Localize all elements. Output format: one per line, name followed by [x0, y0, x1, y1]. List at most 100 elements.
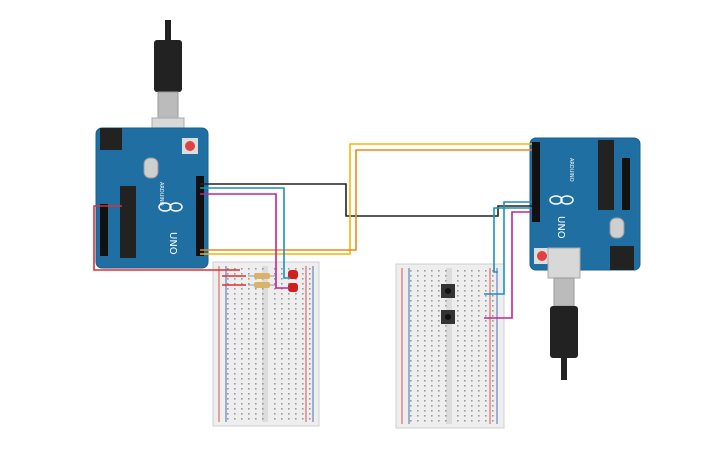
breadboard-hole — [492, 285, 494, 287]
breadboard-hole — [471, 355, 473, 357]
breadboard-hole — [492, 360, 494, 362]
breadboard-hole — [288, 323, 290, 325]
breadboard-hole — [274, 323, 276, 325]
breadboard-hole — [274, 383, 276, 385]
breadboard-hole — [255, 268, 257, 270]
breadboard-hole — [424, 270, 426, 272]
breadboard-hole — [492, 405, 494, 407]
breadboard-hole — [464, 295, 466, 297]
breadboard-hole — [295, 313, 297, 315]
breadboard-hole — [445, 360, 447, 362]
breadboard-hole — [227, 358, 229, 360]
breadboard-hole — [241, 408, 243, 410]
wire-red[interactable] — [93, 205, 240, 271]
breadboard-hole — [234, 328, 236, 330]
breadboard-hole — [234, 313, 236, 315]
breadboard-hole — [485, 355, 487, 357]
breadboard-hole — [478, 415, 480, 417]
right-breadboard[interactable] — [395, 263, 505, 429]
breadboard-hole — [309, 368, 311, 370]
breadboard-hole — [288, 308, 290, 310]
breadboard-hole — [248, 363, 250, 365]
breadboard-hole — [302, 373, 304, 375]
breadboard-hole — [485, 415, 487, 417]
breadboard-hole — [302, 283, 304, 285]
breadboard-hole — [295, 343, 297, 345]
breadboard-hole — [478, 355, 480, 357]
left-arduino[interactable]: UNO ARDUINO — [95, 20, 209, 269]
wire-magenta-left[interactable] — [200, 193, 290, 289]
breadboard-hole — [424, 285, 426, 287]
breadboard-hole — [295, 413, 297, 415]
breadboard-hole — [262, 303, 264, 305]
breadboard-hole — [417, 305, 419, 307]
breadboard-hole — [234, 398, 236, 400]
breadboard-hole — [309, 343, 311, 345]
breadboard-hole — [309, 288, 311, 290]
reset-button-icon[interactable] — [182, 138, 198, 154]
breadboard-hole — [478, 310, 480, 312]
breadboard-hole — [457, 410, 459, 412]
breadboard-hole — [431, 395, 433, 397]
breadboard-hole — [464, 315, 466, 317]
breadboard-hole — [485, 295, 487, 297]
breadboard-hole — [234, 408, 236, 410]
wire-magenta-right[interactable] — [484, 211, 532, 319]
wire-cyan-right[interactable] — [484, 201, 532, 295]
breadboard-hole — [281, 278, 283, 280]
breadboard-hole — [485, 290, 487, 292]
breadboard-hole — [417, 280, 419, 282]
breadboard-hole — [281, 363, 283, 365]
breadboard-hole — [234, 388, 236, 390]
breadboard-hole — [241, 298, 243, 300]
breadboard-hole — [492, 270, 494, 272]
breadboard-hole — [274, 328, 276, 330]
right-arduino[interactable]: UNO ARDUINO — [529, 137, 641, 380]
breadboard-hole — [410, 305, 412, 307]
breadboard-hole — [471, 380, 473, 382]
breadboard-hole — [424, 415, 426, 417]
breadboard-hole — [241, 353, 243, 355]
breadboard-hole — [457, 350, 459, 352]
breadboard-hole — [262, 308, 264, 310]
breadboard-hole — [431, 375, 433, 377]
breadboard-hole — [438, 355, 440, 357]
breadboard-hole — [478, 395, 480, 397]
breadboard-hole — [431, 300, 433, 302]
breadboard-hole — [492, 350, 494, 352]
breadboard-hole — [438, 410, 440, 412]
breadboard-hole — [445, 415, 447, 417]
breadboard-hole — [431, 320, 433, 322]
wire-yellow[interactable] — [200, 143, 532, 255]
breadboard-hole — [262, 358, 264, 360]
breadboard-hole — [410, 355, 412, 357]
breadboard-hole — [410, 345, 412, 347]
breadboard-hole — [234, 318, 236, 320]
breadboard-hole — [309, 273, 311, 275]
breadboard-hole — [274, 298, 276, 300]
breadboard-hole — [227, 283, 229, 285]
wire-orange[interactable] — [200, 149, 532, 251]
right-mcu-chip — [598, 140, 614, 210]
left-breadboard[interactable] — [212, 261, 320, 427]
breadboard-hole — [464, 275, 466, 277]
reset-button-icon[interactable] — [534, 248, 550, 264]
breadboard-hole — [438, 370, 440, 372]
breadboard-hole — [302, 308, 304, 310]
breadboard-hole — [234, 288, 236, 290]
breadboard-hole — [248, 328, 250, 330]
breadboard-hole — [241, 303, 243, 305]
breadboard-hole — [478, 380, 480, 382]
wire-cyan-left[interactable] — [200, 187, 290, 279]
breadboard-hole — [445, 275, 447, 277]
breadboard-hole — [492, 395, 494, 397]
breadboard-hole — [431, 390, 433, 392]
pushbutton — [441, 310, 455, 324]
breadboard-hole — [227, 383, 229, 385]
breadboard-hole — [438, 400, 440, 402]
breadboard-hole — [410, 295, 412, 297]
breadboard-hole — [492, 380, 494, 382]
breadboard-hole — [302, 393, 304, 395]
breadboard-hole — [234, 303, 236, 305]
wire-cyan-right-2[interactable] — [493, 207, 532, 273]
